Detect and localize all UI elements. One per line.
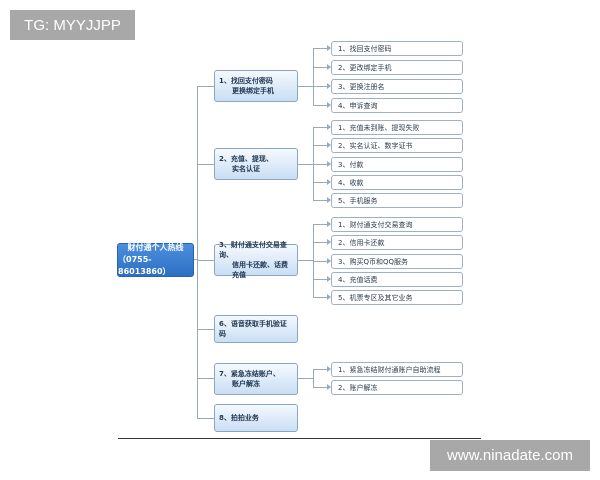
branch-label: 8、拍拍业务 (219, 414, 259, 422)
leaf-node[interactable]: 2、更改绑定手机 (331, 60, 463, 75)
leaf-label: 5、手机服务 (338, 196, 378, 205)
leaf-label: 1、财付通支付交易查询 (338, 220, 413, 229)
leaf-label: 2、信用卡还款 (338, 238, 385, 247)
leaf-node[interactable]: 1、财付通支付交易查询 (331, 217, 463, 232)
branch-label: 7、紧急冻结账户、 (219, 370, 280, 378)
leaf-label: 5、机票专区及其它业务 (338, 293, 413, 302)
branch-label-2: 实名认证 (232, 165, 260, 173)
branch-label-2: 更换绑定手机 (232, 87, 274, 95)
branch-label-2: 信用卡还款、话费充值 (232, 261, 288, 279)
leaf-label: 4、收款 (338, 178, 364, 187)
watermark-top: TG: MYYJJPP (10, 10, 135, 40)
leaf-node[interactable]: 1、充值未到账、提现失败 (331, 120, 463, 135)
leaf-node[interactable]: 3、付款 (331, 157, 463, 172)
leaf-node[interactable]: 4、申诉查询 (331, 98, 463, 113)
leaf-node[interactable]: 3、更换注册名 (331, 79, 463, 94)
leaf-node[interactable]: 1、找回支付密码 (331, 41, 463, 56)
branch-node-1[interactable]: 1、找回支付密码 更换绑定手机 (214, 70, 298, 102)
leaf-label: 1、找回支付密码 (338, 44, 392, 53)
central-node[interactable]: 财付通个人热线 （0755-86013860） (117, 243, 194, 277)
leaf-label: 1、紧急冻结财付通账户自助流程 (338, 365, 441, 374)
leaf-label: 1、充值未到账、提现失败 (338, 123, 420, 132)
leaf-label: 3、更换注册名 (338, 82, 385, 91)
leaf-label: 2、账户解冻 (338, 383, 378, 392)
branch-label: 2、充值、提现、 (219, 155, 273, 163)
leaf-node[interactable]: 4、充值话费 (331, 272, 463, 287)
branch-node-8[interactable]: 8、拍拍业务 (214, 404, 298, 432)
leaf-node[interactable]: 2、账户解冻 (331, 380, 463, 395)
central-title: 财付通个人热线 (127, 243, 184, 252)
branch-node-3[interactable]: 3、财付通支付交易查询、 信用卡还款、话费充值 (214, 241, 298, 279)
leaf-node[interactable]: 5、手机服务 (331, 193, 463, 208)
leaf-node[interactable]: 2、信用卡还款 (331, 235, 463, 250)
leaf-label: 2、更改绑定手机 (338, 63, 392, 72)
branch-node-2[interactable]: 2、充值、提现、 实名认证 (214, 148, 298, 180)
branch-label: 6、语音获取手机验证码 (219, 320, 287, 338)
branch-node-6[interactable]: 6、语音获取手机验证码 (214, 315, 298, 343)
leaf-label: 3、购买Q币和QQ服务 (338, 257, 408, 266)
leaf-node[interactable]: 5、机票专区及其它业务 (331, 290, 463, 305)
leaf-node[interactable]: 2、实名认证、数字证书 (331, 138, 463, 153)
leaf-node[interactable]: 4、收款 (331, 175, 463, 190)
leaf-node[interactable]: 1、紧急冻结财付通账户自助流程 (331, 362, 463, 377)
branch-label: 3、财付通支付交易查询、 (219, 241, 287, 259)
leaf-label: 2、实名认证、数字证书 (338, 141, 413, 150)
central-phone: （0755-86013860） (118, 255, 171, 276)
divider-line (118, 438, 481, 439)
watermark-bottom: www.ninadate.com (430, 440, 590, 471)
leaf-label: 3、付款 (338, 160, 364, 169)
leaf-label: 4、充值话费 (338, 275, 378, 284)
branch-label: 1、找回支付密码 (219, 77, 273, 85)
branch-node-7[interactable]: 7、紧急冻结账户、 账户解冻 (214, 363, 298, 395)
leaf-label: 4、申诉查询 (338, 101, 378, 110)
branch-label-2: 账户解冻 (232, 380, 260, 388)
leaf-node[interactable]: 3、购买Q币和QQ服务 (331, 254, 463, 269)
